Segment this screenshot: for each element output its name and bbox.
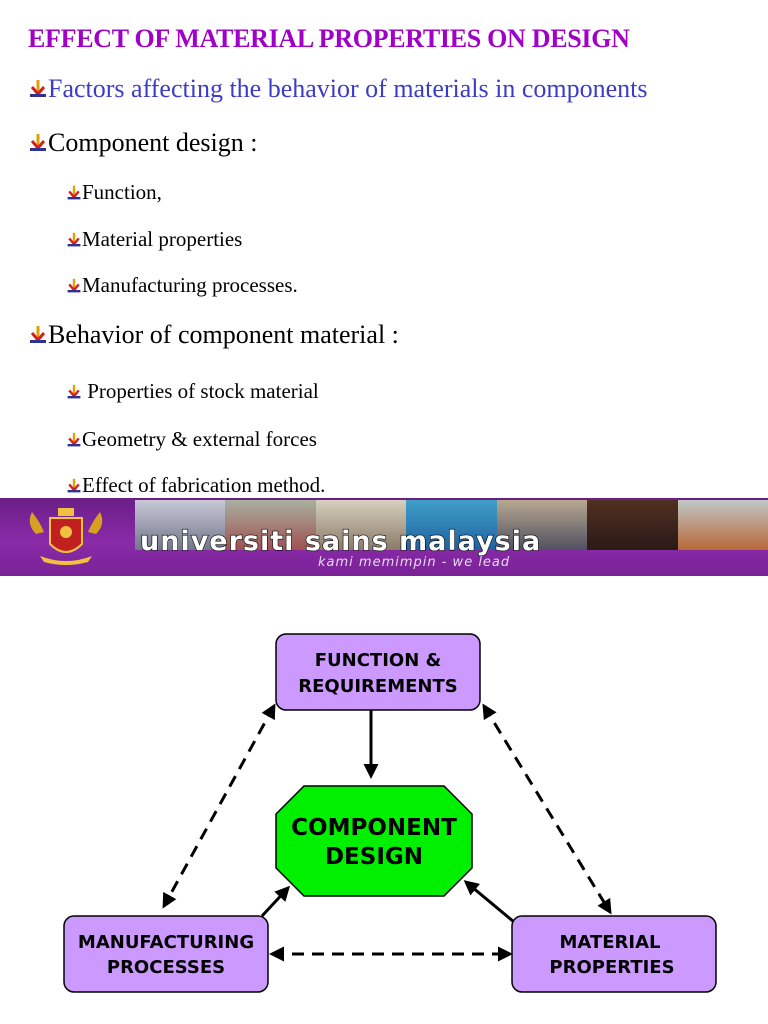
design-relationship-diagram: FUNCTION & REQUIREMENTS COMPONENT DESIGN… bbox=[63, 633, 717, 993]
arrow-properties-to-design bbox=[463, 880, 515, 924]
bullet-function: Function, bbox=[66, 180, 162, 205]
slide-content: EFFECT OF MATERIAL PROPERTIES ON DESIGN … bbox=[0, 0, 768, 498]
svg-text:PROPERTIES: PROPERTIES bbox=[549, 957, 674, 978]
arrow-requirements-processes bbox=[162, 703, 276, 909]
bullet-text: Factors affecting the behavior of materi… bbox=[48, 74, 648, 103]
arrow-down-bullet-icon bbox=[28, 133, 48, 153]
bullet-fabrication: Effect of fabrication method. bbox=[66, 473, 325, 498]
university-banner: universiti sains malaysia kami memimpin … bbox=[0, 498, 768, 576]
box-function-requirements: FUNCTION & REQUIREMENTS bbox=[275, 633, 481, 711]
svg-text:MATERIAL: MATERIAL bbox=[560, 932, 661, 953]
svg-text:PROCESSES: PROCESSES bbox=[107, 957, 225, 978]
bullet-text: Effect of fabrication method. bbox=[82, 473, 326, 497]
bullet-text: Properties of stock material bbox=[82, 379, 319, 403]
page-title: EFFECT OF MATERIAL PROPERTIES ON DESIGN bbox=[28, 24, 630, 53]
arrow-requirements-properties bbox=[482, 703, 612, 915]
arrow-down-bullet-icon bbox=[28, 79, 48, 99]
bullet-factors: Factors affecting the behavior of materi… bbox=[28, 74, 648, 104]
bullet-text: Geometry & external forces bbox=[82, 427, 317, 451]
banner-photo bbox=[135, 500, 226, 550]
bullet-stock-material: Properties of stock material bbox=[66, 379, 319, 404]
bullet-text: Function, bbox=[82, 180, 162, 204]
bullet-behavior: Behavior of component material : bbox=[28, 320, 399, 350]
university-slogan: kami memimpin - we lead bbox=[318, 555, 511, 570]
svg-text:DESIGN: DESIGN bbox=[325, 844, 423, 870]
bullet-material-properties: Material properties bbox=[66, 227, 242, 252]
arrow-down-bullet-icon bbox=[66, 232, 82, 248]
box-manufacturing-processes: MANUFACTURING PROCESSES bbox=[63, 915, 269, 993]
arrow-processes-to-design bbox=[260, 885, 291, 918]
bullet-text: Component design : bbox=[48, 128, 258, 157]
university-name: universiti sains malaysia bbox=[139, 525, 542, 557]
bullet-component-design: Component design : bbox=[28, 128, 257, 158]
box-material-properties: MATERIAL PROPERTIES bbox=[511, 915, 717, 993]
arrow-down-bullet-icon bbox=[66, 432, 82, 448]
banner-photo bbox=[587, 500, 678, 550]
bullet-geometry: Geometry & external forces bbox=[66, 427, 317, 452]
svg-text:REQUIREMENTS: REQUIREMENTS bbox=[298, 676, 457, 697]
bullet-text: Material properties bbox=[82, 227, 243, 251]
bullet-text: Manufacturing processes. bbox=[82, 273, 298, 297]
arrow-down-bullet-icon bbox=[28, 325, 48, 345]
arrow-down-bullet-icon bbox=[66, 185, 82, 201]
bullet-manufacturing: Manufacturing processes. bbox=[66, 273, 298, 298]
bullet-text: Behavior of component material : bbox=[48, 320, 399, 349]
banner-photo bbox=[406, 500, 497, 550]
svg-text:FUNCTION &: FUNCTION & bbox=[315, 650, 442, 671]
arrow-down-bullet-icon bbox=[66, 478, 82, 494]
arrow-down-bullet-icon bbox=[66, 384, 82, 400]
banner-photo bbox=[315, 500, 407, 550]
box-component-design: COMPONENT DESIGN bbox=[275, 785, 473, 897]
banner-photo-strip bbox=[135, 500, 768, 550]
university-crest-icon bbox=[29, 508, 103, 565]
svg-text:COMPONENT: COMPONENT bbox=[291, 815, 457, 841]
banner-photo bbox=[677, 500, 768, 550]
svg-text:MANUFACTURING: MANUFACTURING bbox=[78, 932, 254, 953]
arrow-down-bullet-icon bbox=[66, 278, 82, 294]
banner-photo bbox=[225, 500, 316, 550]
banner-photo bbox=[496, 500, 588, 550]
